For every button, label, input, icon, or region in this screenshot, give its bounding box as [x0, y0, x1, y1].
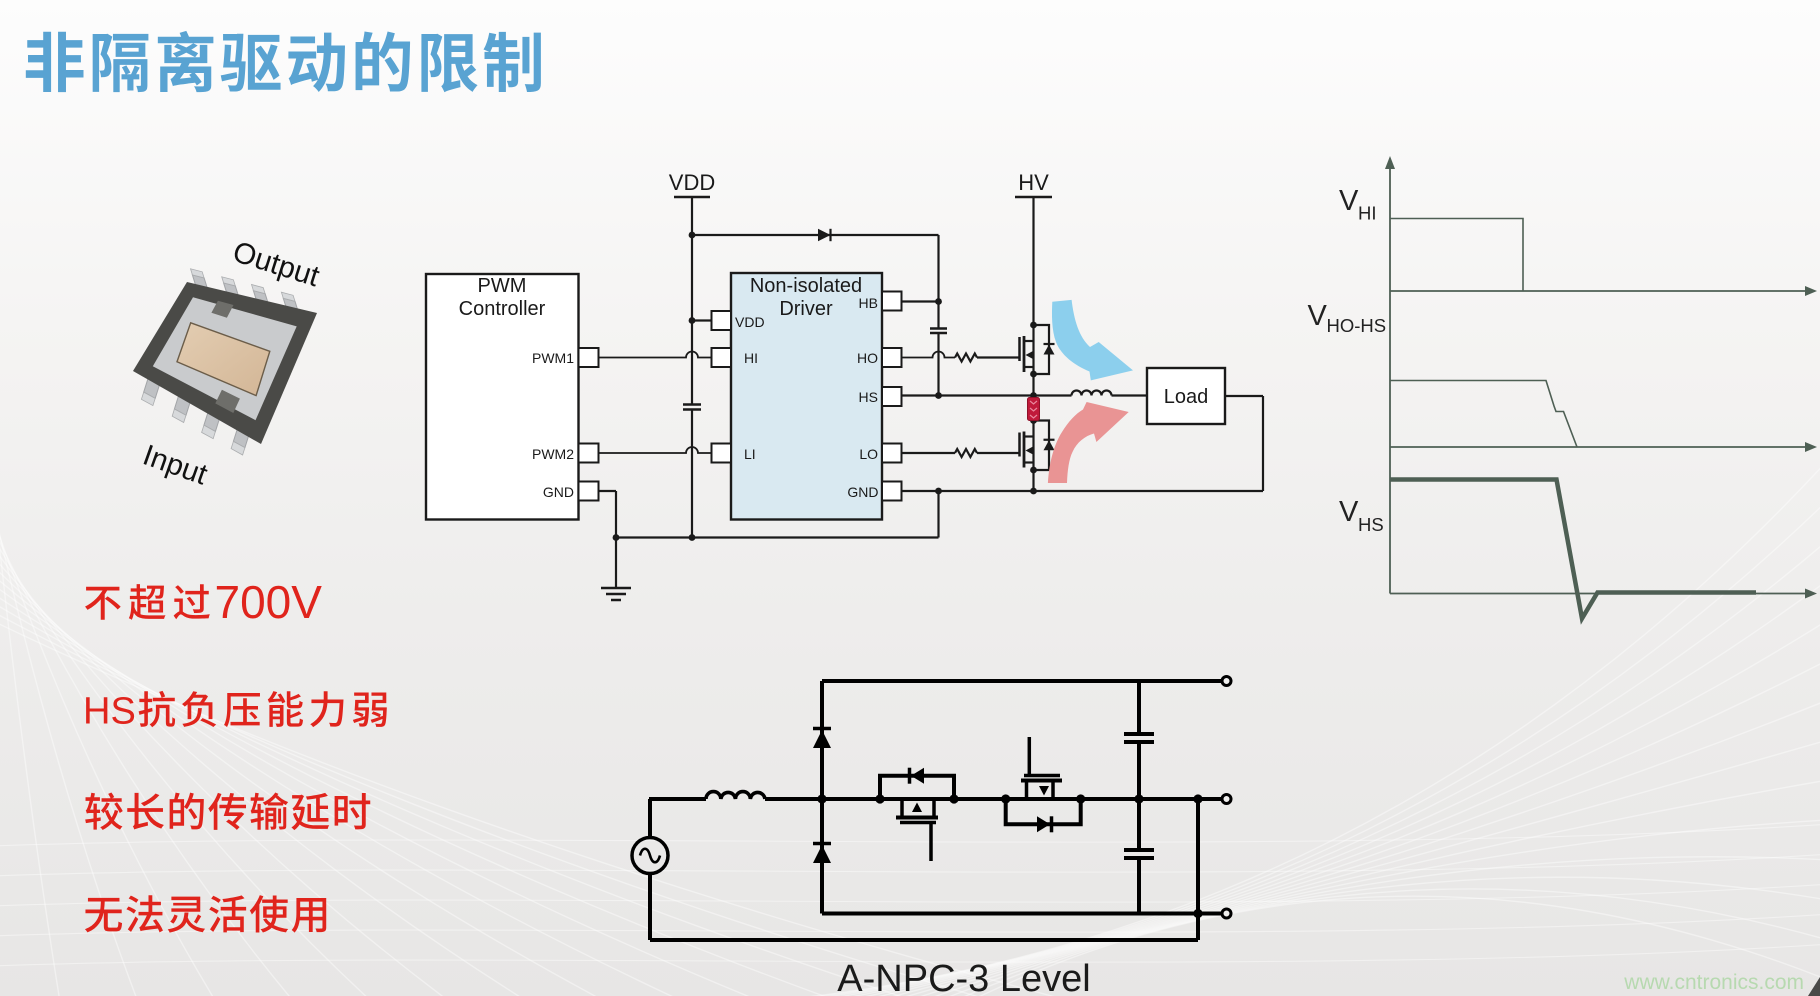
svg-text:PWM1: PWM1: [532, 350, 574, 366]
svg-text:HS: HS: [859, 389, 878, 405]
svg-text:HS: HS: [83, 690, 136, 732]
svg-text:HB: HB: [859, 295, 878, 311]
svg-text:Driver: Driver: [779, 298, 833, 320]
svg-text:VDD: VDD: [669, 170, 715, 195]
svg-text:HO: HO: [857, 350, 878, 366]
svg-text:V: V: [1308, 300, 1328, 332]
svg-text:HI: HI: [744, 350, 758, 366]
svg-text:HS: HS: [1358, 514, 1384, 535]
svg-text:HO-HS: HO-HS: [1327, 315, 1387, 336]
svg-text:HV: HV: [1018, 170, 1049, 195]
svg-text:PWM: PWM: [478, 275, 527, 297]
svg-text:VDD: VDD: [735, 314, 765, 330]
svg-text:Non-isolated: Non-isolated: [750, 275, 862, 297]
svg-text:Controller: Controller: [459, 298, 546, 320]
svg-text:PWM2: PWM2: [532, 446, 574, 462]
svg-text:Load: Load: [1164, 386, 1209, 408]
svg-text:LO: LO: [859, 446, 878, 462]
svg-text:GND: GND: [847, 484, 878, 500]
svg-text:V: V: [1339, 185, 1359, 217]
svg-text:V: V: [1339, 496, 1359, 528]
svg-text:GND: GND: [543, 484, 574, 500]
svg-text:HI: HI: [1358, 203, 1377, 224]
svg-text:www.cntronics.com: www.cntronics.com: [1623, 971, 1804, 994]
svg-text:A-NPC-3 Level: A-NPC-3 Level: [837, 958, 1090, 996]
svg-text:LI: LI: [744, 446, 756, 462]
svg-text:700V: 700V: [215, 576, 323, 628]
